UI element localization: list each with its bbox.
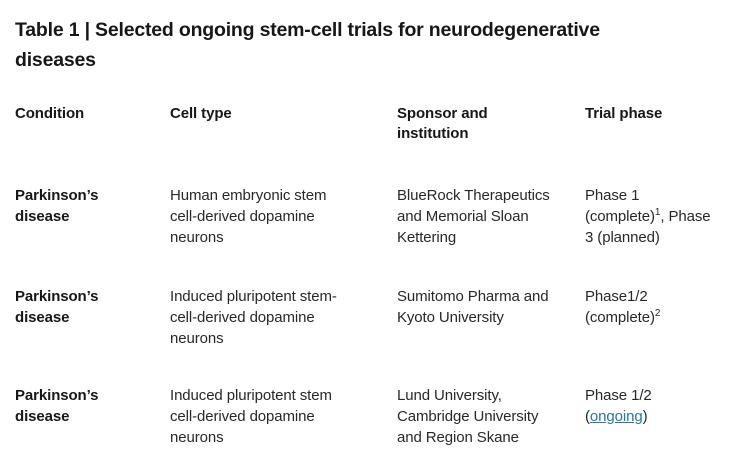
column-header-cell-type: Cell type [170,105,232,122]
cell-type-cell: Human embryonic stem cell-derived dopami… [170,187,327,246]
cell-type-cell: Induced pluripotent stem cell-derived do… [170,387,332,446]
condition-cell: Parkinson’s disease [15,387,99,425]
table-header-row: Condition Cell type Sponsor and institutio… [0,104,741,144]
phase-text: , Phase 3 (planned) [585,208,711,246]
sponsor-cell: Lund University, Cambridge University an… [397,387,539,446]
cell-type-cell: Induced pluripotent stem- cell-derived d… [170,288,337,347]
condition-cell: Parkinson’s disease [15,187,99,225]
column-header-sponsor: Sponsor and institution [397,105,488,142]
condition-cell: Parkinson’s disease [15,288,99,326]
table-row: Parkinson’s disease Induced pluripotent s… [0,286,741,349]
table-title: Table 1 | Selected ongoing stem-cell tri… [15,19,600,71]
phase-cell: Phase 1/2 (ongoing) [585,385,726,427]
phase-cell: Phase 1 (complete)1, Phase 3 (planned) [585,185,726,248]
phase-text: ) [642,408,648,425]
phase-cell: Phase1/2 (complete)2 [585,286,726,328]
table-row: Parkinson’s disease Human embryonic stem … [0,185,741,248]
sponsor-cell: BlueRock Therapeutics and Memorial Sloan… [397,187,550,246]
phase-text: Phase 1/2 ( [585,387,652,425]
column-header-condition: Condition [15,105,85,122]
footnote-ref-1: 1 [654,207,661,218]
phase-text: Phase 1 (complete) [585,187,655,225]
table-row: Parkinson’s disease Induced pluripotent s… [0,385,741,448]
footnote-ref-2: 2 [654,308,661,319]
ongoing-link[interactable]: ongoing [589,408,643,425]
sponsor-cell: Sumitomo Pharma and Kyoto University [397,288,549,326]
column-header-trial-phase: Trial phase [585,105,663,122]
phase-text: Phase1/2 (complete) [585,288,655,326]
